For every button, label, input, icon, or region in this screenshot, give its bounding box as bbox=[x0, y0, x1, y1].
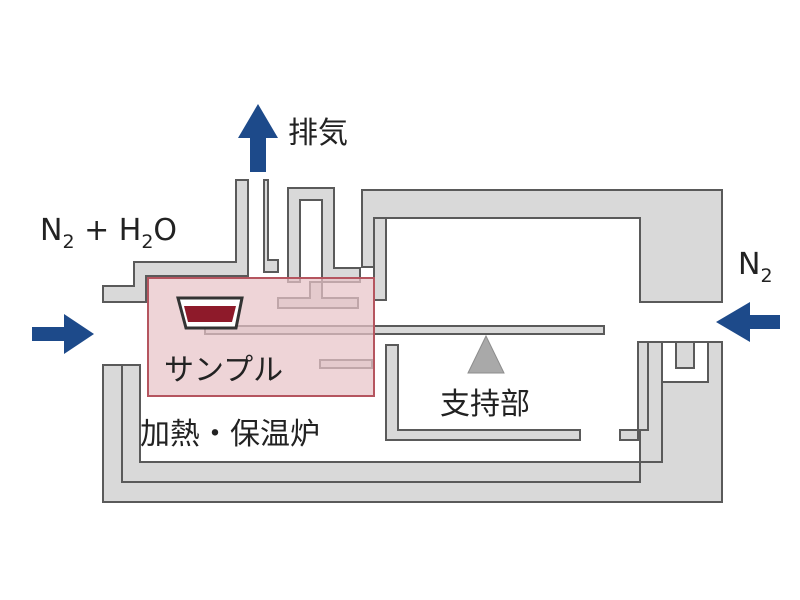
label-sample: サンプル bbox=[164, 353, 283, 388]
label-inlet-right: N2 bbox=[738, 247, 773, 287]
crucible bbox=[176, 296, 244, 330]
inlet-left-n: N bbox=[40, 213, 62, 248]
support-triangle bbox=[467, 334, 505, 374]
inlet-right-n: N bbox=[738, 247, 760, 282]
label-support: 支持部 bbox=[440, 387, 530, 422]
label-furnace: 加熱・保温炉 bbox=[140, 417, 320, 452]
arrow-right-icon bbox=[32, 314, 94, 354]
inlet-right-sub: 2 bbox=[760, 265, 772, 287]
label-inlet-left: N2 + H2O bbox=[40, 213, 177, 253]
exhaust-pipe-inner bbox=[287, 187, 361, 283]
exhaust-pipe-right bbox=[263, 179, 279, 273]
arrow-up-icon bbox=[238, 104, 278, 172]
exhaust-arrow bbox=[238, 104, 278, 172]
left-inlet-upper bbox=[102, 179, 249, 303]
left-inlet-arrow bbox=[32, 314, 94, 354]
label-exhaust: 排気 bbox=[288, 116, 348, 151]
inner-right-lower-wall bbox=[619, 341, 649, 441]
upper-right-wall bbox=[361, 189, 723, 303]
right-inlet-arrow bbox=[716, 302, 780, 342]
inner-right-upper-wall bbox=[373, 217, 387, 301]
inlet-left-sub1: 2 bbox=[62, 231, 74, 253]
inner-lower-wall bbox=[121, 341, 663, 483]
inner-mid-wall bbox=[385, 344, 581, 441]
inlet-left-plus-h: + H bbox=[75, 213, 142, 248]
sample-liquid bbox=[184, 306, 236, 322]
notch bbox=[661, 341, 709, 383]
inlet-left-sub2: 2 bbox=[141, 231, 153, 253]
arrow-left-icon bbox=[716, 302, 780, 342]
inlet-left-o: O bbox=[153, 213, 177, 248]
